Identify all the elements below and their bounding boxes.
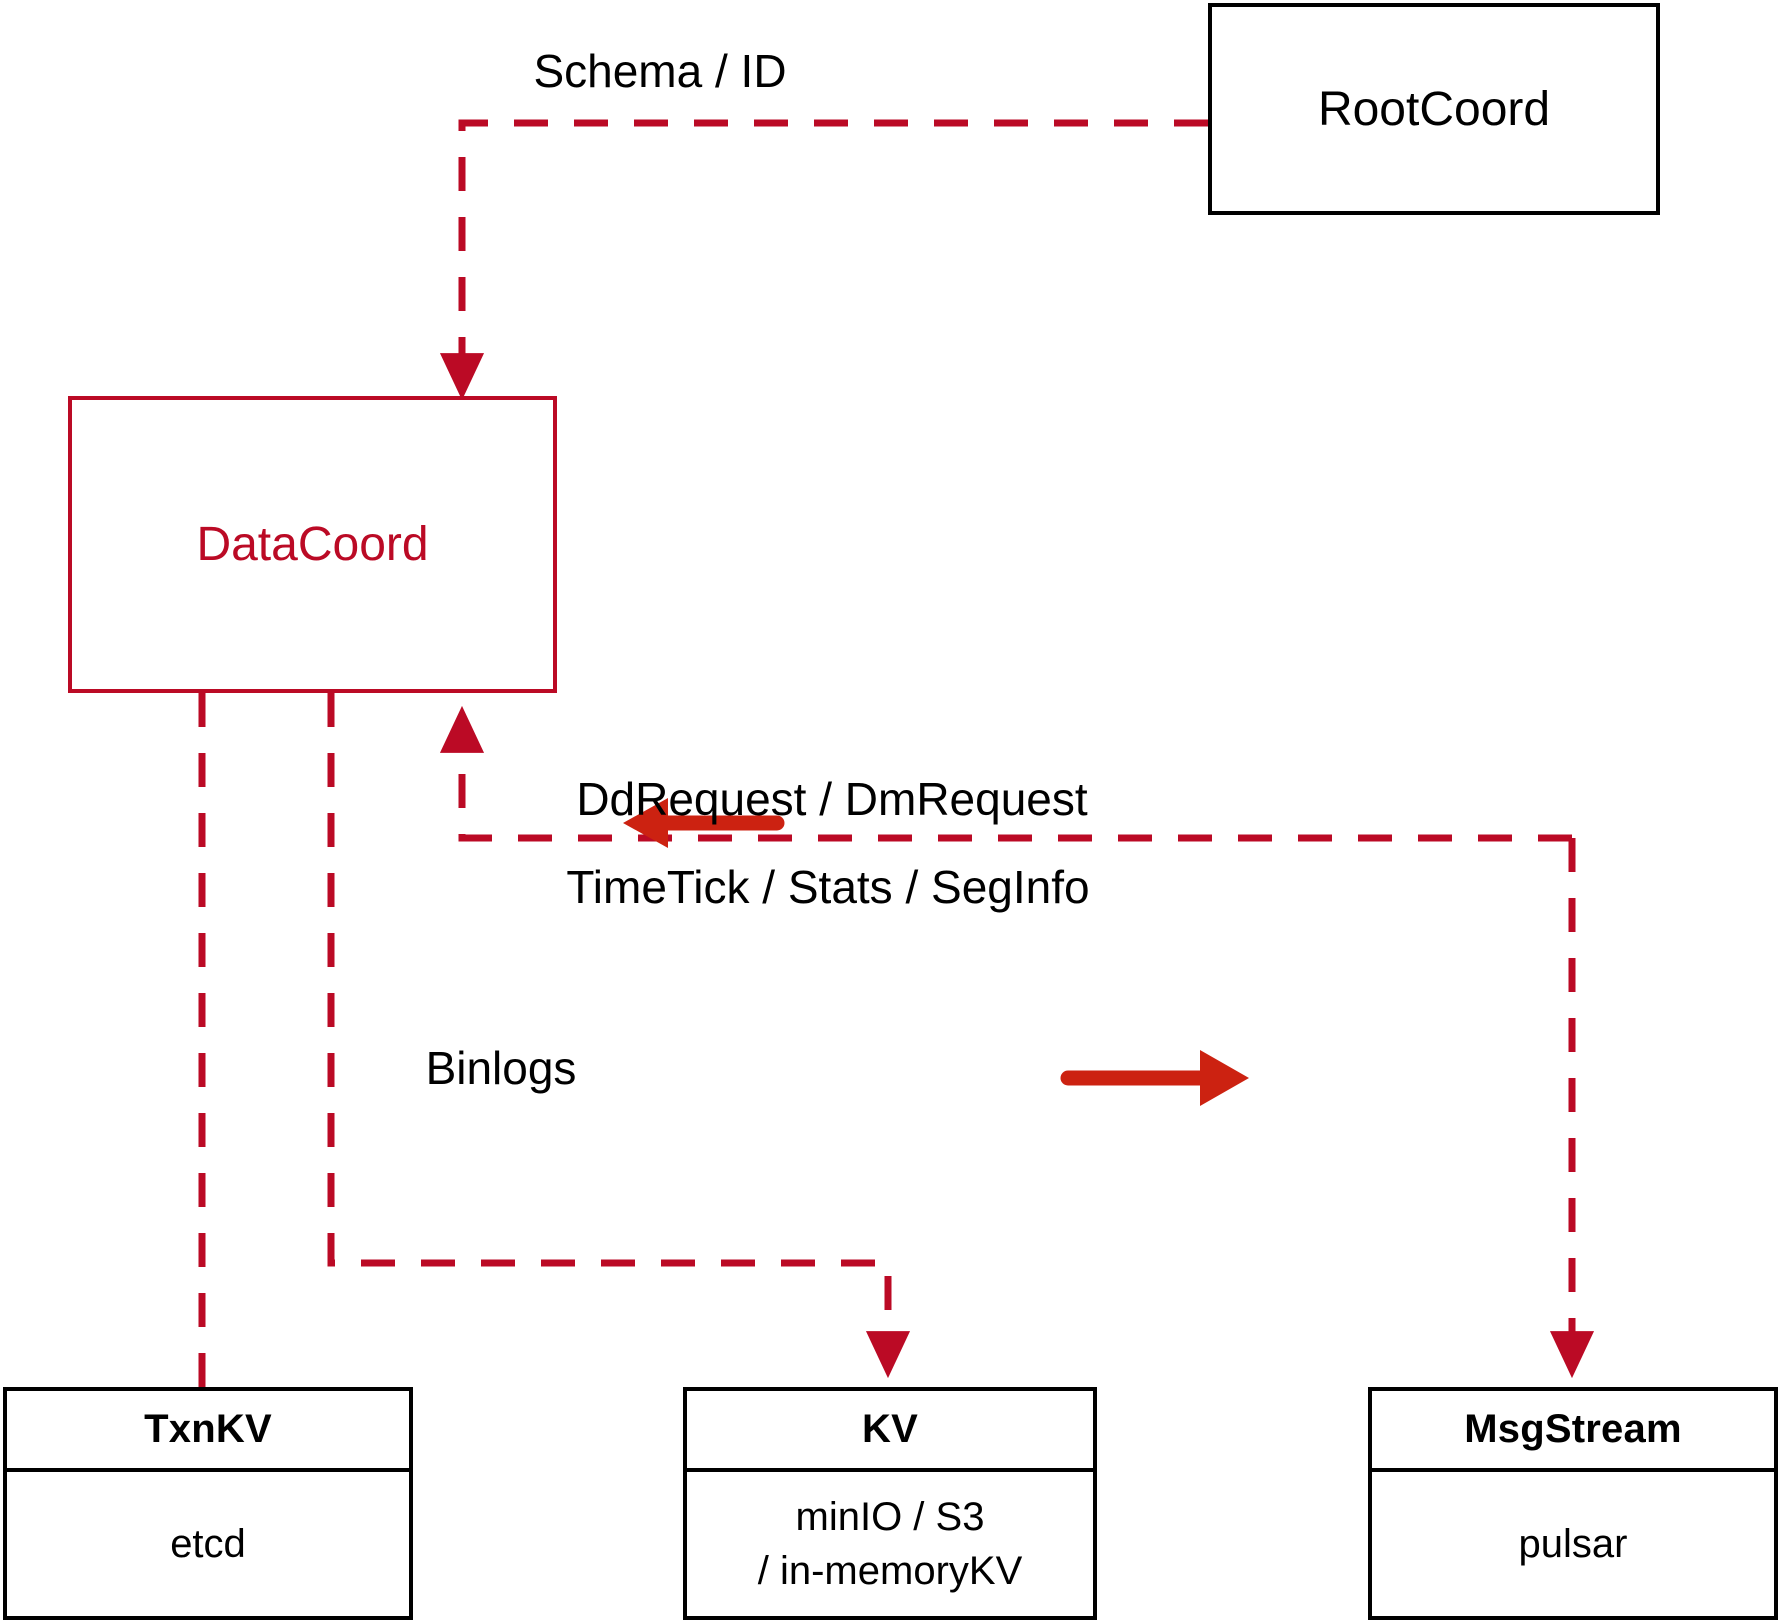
kv-divider bbox=[687, 1468, 1093, 1472]
node-txnkv[interactable]: TxnKV etcd bbox=[3, 1387, 413, 1620]
direction-arrow-right bbox=[1060, 1050, 1249, 1106]
msgstream-divider bbox=[1372, 1468, 1774, 1472]
msgstream-body: pulsar bbox=[1372, 1472, 1774, 1616]
edge-label-schema-id: Schema / ID bbox=[533, 45, 787, 97]
msgstream-body-line: pulsar bbox=[1518, 1522, 1628, 1566]
edge-rootcoord-to-datacoord bbox=[439, 119, 1208, 401]
datacoord-label: DataCoord bbox=[196, 518, 429, 571]
msgstream-title: MsgStream bbox=[1464, 1407, 1682, 1451]
rootcoord-label: RootCoord bbox=[1317, 82, 1551, 136]
kv-body-line-2: / in-memoryKV bbox=[757, 1549, 1023, 1593]
edge-label-timetick-stats-seginfo: TimeTick / Stats / SegInfo bbox=[566, 861, 1090, 913]
txnkv-title: TxnKV bbox=[144, 1407, 272, 1451]
txnkv-body-line: etcd bbox=[170, 1522, 246, 1566]
node-kv[interactable]: KV minIO / S3 / in-memoryKV bbox=[683, 1387, 1097, 1620]
node-rootcoord[interactable]: RootCoord bbox=[1208, 3, 1660, 215]
edge-label-binlogs: Binlogs bbox=[425, 1042, 577, 1094]
txnkv-divider bbox=[7, 1468, 409, 1472]
node-datacoord[interactable]: DataCoord bbox=[68, 396, 557, 693]
kv-title: KV bbox=[862, 1407, 918, 1451]
txnkv-body: etcd bbox=[7, 1472, 409, 1616]
node-msgstream[interactable]: MsgStream pulsar bbox=[1368, 1387, 1778, 1620]
kv-body: minIO / S3 / in-memoryKV bbox=[687, 1472, 1093, 1616]
kv-body-line-1: minIO / S3 bbox=[795, 1495, 985, 1539]
edge-label-dd-dm-request: DdRequest / DmRequest bbox=[576, 773, 1088, 825]
